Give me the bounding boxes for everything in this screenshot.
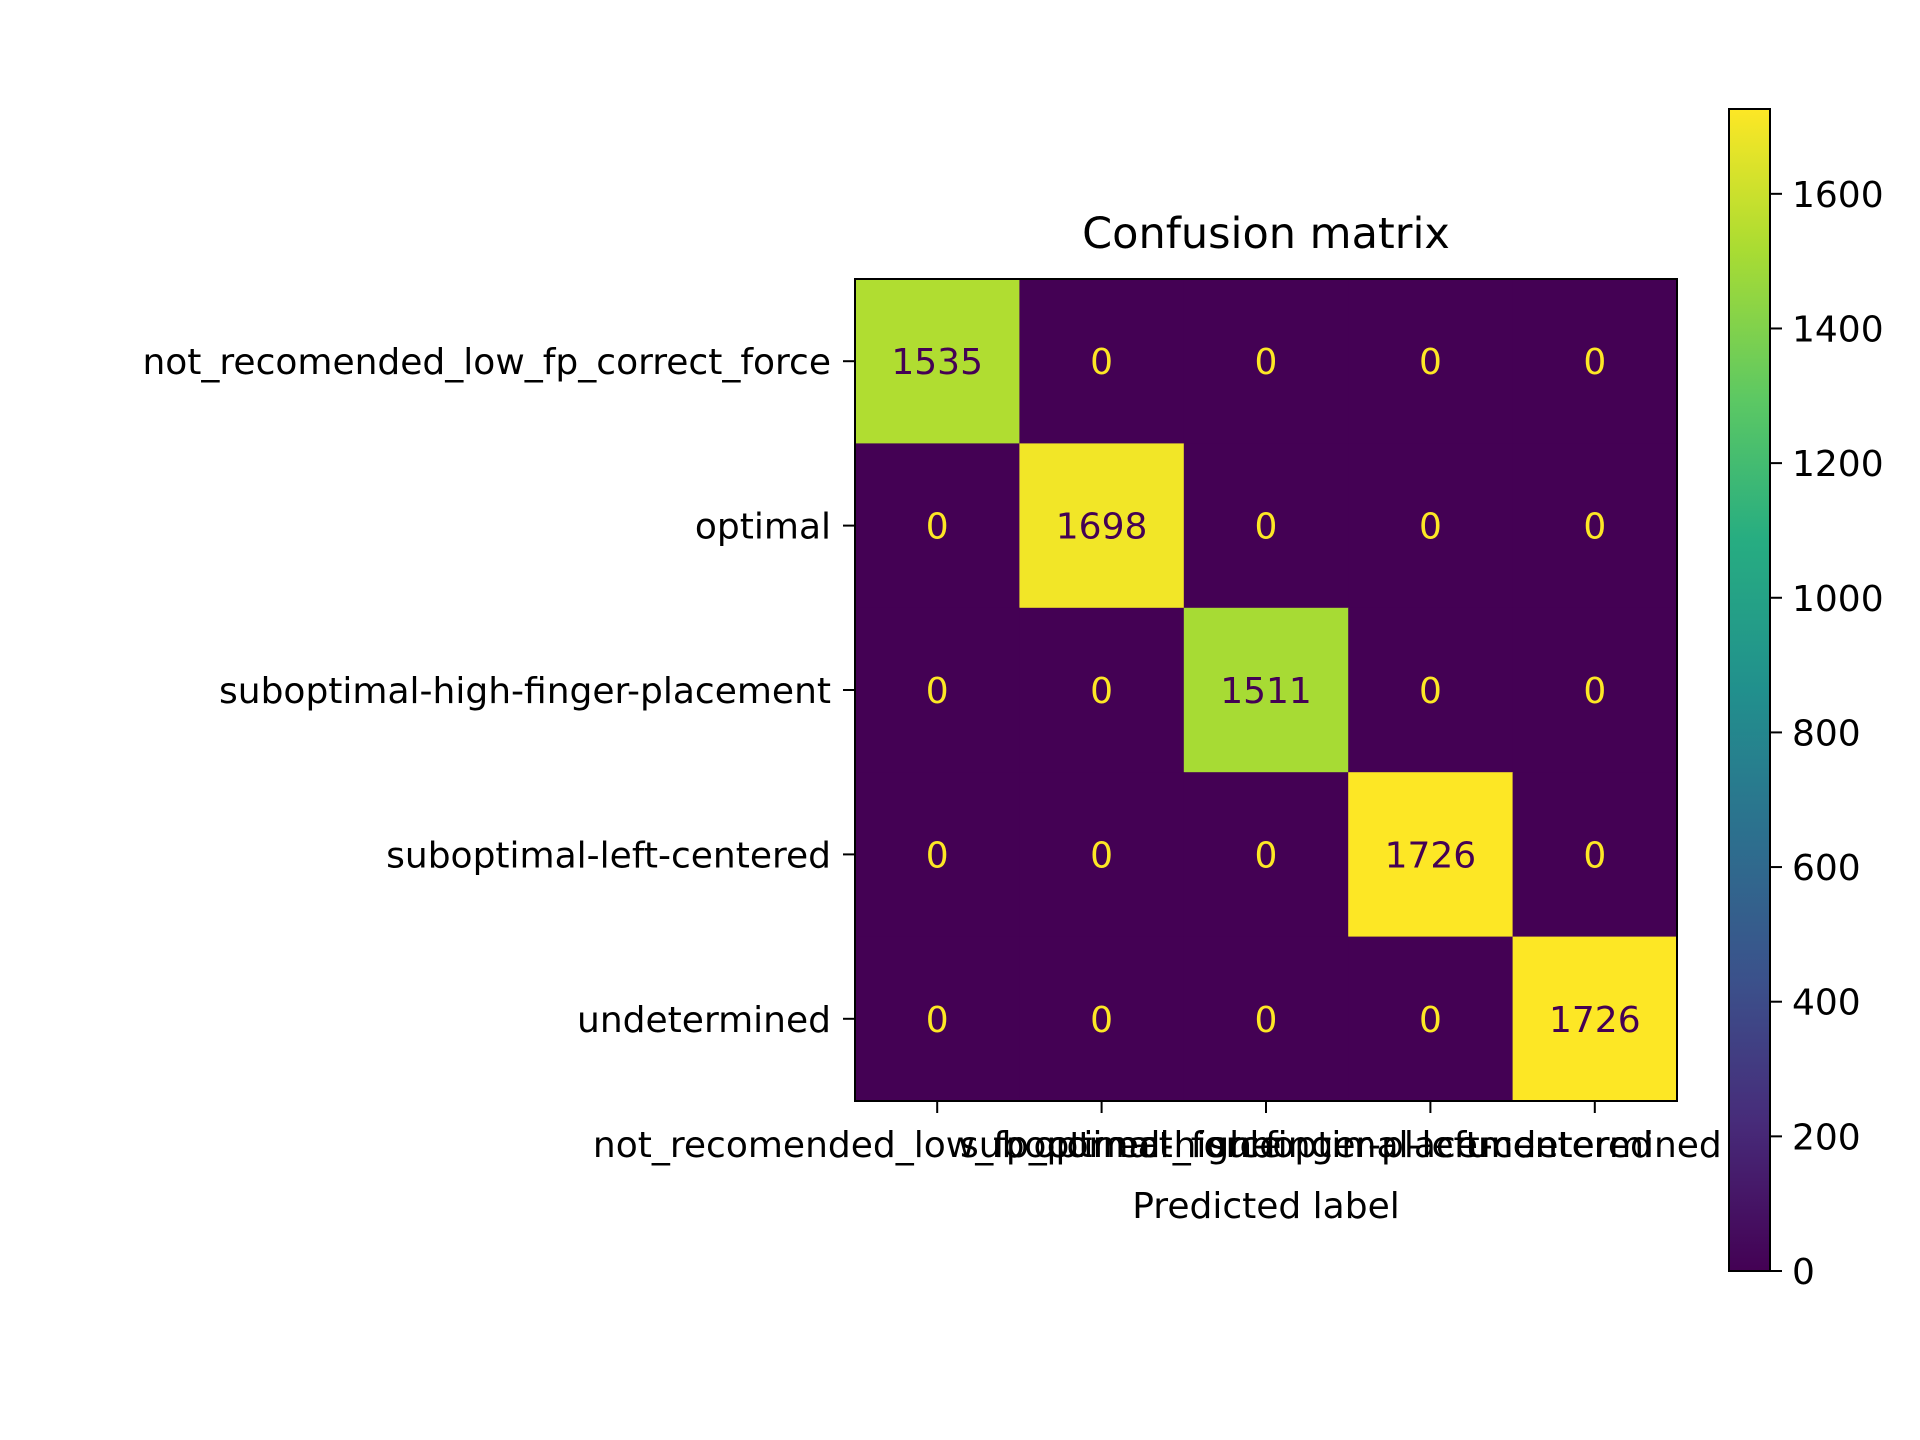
colorbar-tick-label: 1600 xyxy=(1792,175,1884,216)
cell-value-label: 0 xyxy=(1419,342,1442,383)
colorbar-tick-label: 600 xyxy=(1792,848,1861,889)
matrix-cell xyxy=(1348,279,1514,444)
matrix-cell xyxy=(1512,607,1678,773)
matrix-cell xyxy=(1348,443,1514,609)
matrix-cell xyxy=(855,443,1020,609)
cell-value-label: 1535 xyxy=(891,342,983,383)
matrix-cell xyxy=(855,772,1020,938)
colorbar-tick-label: 1200 xyxy=(1792,444,1884,485)
cell-value-label: 1698 xyxy=(1056,507,1148,548)
matrix-cell xyxy=(855,279,1020,444)
cell-value-label: 0 xyxy=(1583,835,1606,876)
matrix-cell xyxy=(1512,772,1678,938)
cell-value-label: 0 xyxy=(1090,1000,1113,1041)
x-tick-label: optimal xyxy=(1034,1125,1170,1166)
matrix-cell xyxy=(1183,279,1349,444)
matrix-cell xyxy=(1348,772,1514,938)
y-tick-label: suboptimal-high-finger-placement xyxy=(219,671,831,712)
cell-value-label: 1726 xyxy=(1549,1000,1641,1041)
matrix-cell xyxy=(855,936,1020,1102)
cell-value-label: 0 xyxy=(926,507,949,548)
colorbar-tick-label: 1000 xyxy=(1792,579,1884,620)
cell-value-label: 0 xyxy=(926,1000,949,1041)
matrix-cell xyxy=(1183,772,1349,938)
colorbar-ticks: 0 200 400 600 800 1000 1200 1400 1600 xyxy=(1770,175,1884,1293)
matrix-cell xyxy=(1183,607,1349,773)
matrix-cell xyxy=(1183,443,1349,609)
x-tick-label: suboptimal-left-centered xyxy=(1208,1125,1653,1166)
matrix-cell xyxy=(1019,443,1185,609)
colorbar xyxy=(1728,108,1771,1272)
colorbar-tick-label: 0 xyxy=(1792,1252,1815,1293)
matrix-cell xyxy=(1512,936,1678,1102)
y-tick-label: undetermined xyxy=(577,1000,831,1041)
cell-value-label: 0 xyxy=(1419,671,1442,712)
cell-value-label: 1511 xyxy=(1220,671,1312,712)
matrix-cell xyxy=(1348,936,1514,1102)
y-ticks: not_recomended_low_fp_correct_forceoptim… xyxy=(142,342,855,1041)
x-tick-label: suboptimal-high-finger-placement xyxy=(960,1125,1572,1166)
x-tick-label: not_recomended_low_fp_correct_force xyxy=(593,1125,1282,1166)
x-tick-label: undetermined xyxy=(1468,1125,1722,1166)
cell-value-label: 0 xyxy=(1419,1000,1442,1041)
colorbar-tick-label: 200 xyxy=(1792,1117,1861,1158)
cell-value-label: 0 xyxy=(1090,671,1113,712)
cell-value-label: 0 xyxy=(1090,835,1113,876)
matrix-cell xyxy=(1019,279,1185,444)
cell-value-label: 0 xyxy=(1583,507,1606,548)
cell-value-label: 0 xyxy=(1583,342,1606,383)
cell-value-label: 0 xyxy=(1255,1000,1278,1041)
cell-value-label: 0 xyxy=(1090,342,1113,383)
matrix-cell xyxy=(1019,772,1185,938)
matrix-cell xyxy=(1512,279,1678,444)
x-ticks: not_recomended_low_fp_correct_forceoptim… xyxy=(593,1101,1722,1166)
matrix-cell xyxy=(1512,443,1678,609)
cell-value-label: 0 xyxy=(1255,342,1278,383)
matrix-layer: 1535 0 0 0 0 0 1698 0 0 0 0 0 1511 0 0 0 0 0 1726 0 0 0 0 0 1726 xyxy=(855,279,1678,1102)
cell-value-label: 0 xyxy=(1583,671,1606,712)
colorbar-tick-label: 400 xyxy=(1792,983,1861,1024)
colorbar-tick-label: 1400 xyxy=(1792,309,1884,350)
cell-value-label: 1726 xyxy=(1385,835,1477,876)
matrix-cell xyxy=(1348,607,1514,773)
y-tick-label: suboptimal-left-centered xyxy=(386,835,831,876)
cell-value-label: 0 xyxy=(926,671,949,712)
cell-value-label: 0 xyxy=(926,835,949,876)
y-tick-label: optimal xyxy=(695,507,831,548)
matrix-cell xyxy=(855,607,1020,773)
matrix-cell xyxy=(1019,607,1185,773)
cell-value-label: 0 xyxy=(1419,507,1442,548)
x-axis-label: Predicted label xyxy=(1132,1186,1400,1227)
matrix-cell xyxy=(1019,936,1185,1102)
matrix-cell xyxy=(1183,936,1349,1102)
y-tick-label: not_recomended_low_fp_correct_force xyxy=(142,342,831,383)
cell-value-label: 0 xyxy=(1255,835,1278,876)
cell-value-label: 0 xyxy=(1255,507,1278,548)
chart-title: Confusion matrix xyxy=(1082,209,1450,259)
colorbar-tick-label: 800 xyxy=(1792,713,1861,754)
